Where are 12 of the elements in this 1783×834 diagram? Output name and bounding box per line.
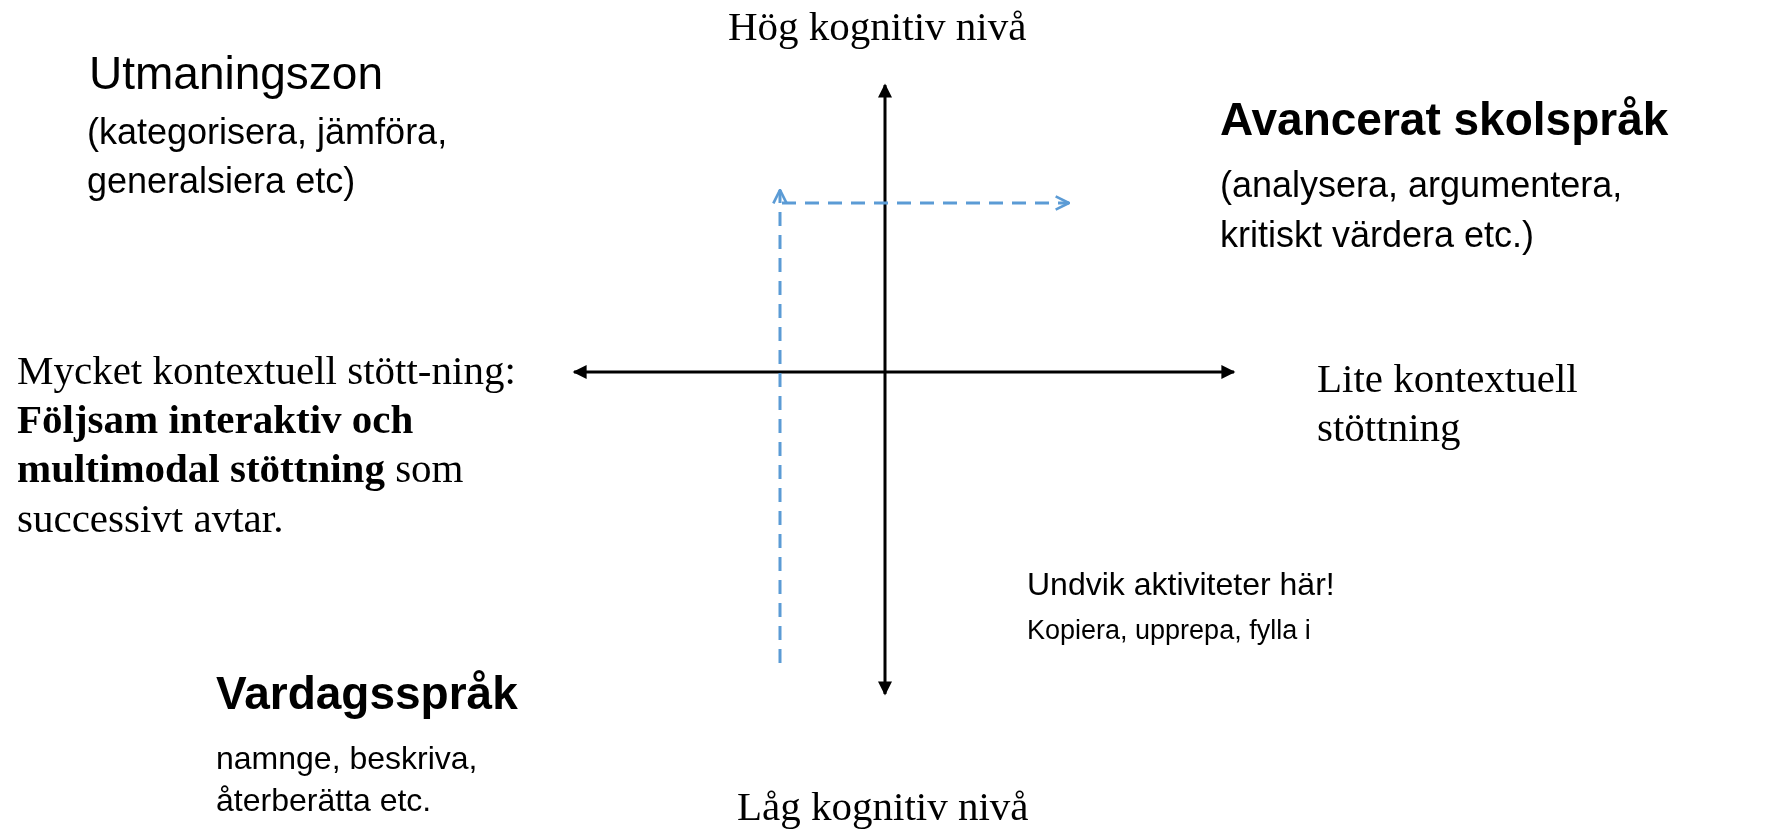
quadrant-description: Kopiera, upprepa, fylla i <box>1027 614 1312 647</box>
axis-label: Hög kognitiv nivå <box>728 2 1028 51</box>
quadrant-description: (kategorisera, jämföra, generalsiera etc) <box>87 110 449 203</box>
axis-label: Låg kognitiv nivå <box>737 782 1030 831</box>
quadrant-title: Vardagsspråk <box>216 666 519 721</box>
quadrant-title: Utmaningszon <box>89 46 385 101</box>
quadrant-description: (analysera, argumentera, kritiskt värdera etc.) <box>1220 163 1624 258</box>
axis-label: Lite kontextuell stöttning <box>1317 354 1579 453</box>
axis-label: Mycket kontextuell stött-ning: Följsam interaktiv och multimodal stöttning som successivt avtar. <box>17 346 517 543</box>
quadrant-description: namnge, beskriva, återberätta etc. <box>216 739 479 820</box>
quadrant-title: Undvik aktiviteter här! <box>1027 565 1336 604</box>
quadrant-title: Avancerat skolspråk <box>1220 92 1670 147</box>
